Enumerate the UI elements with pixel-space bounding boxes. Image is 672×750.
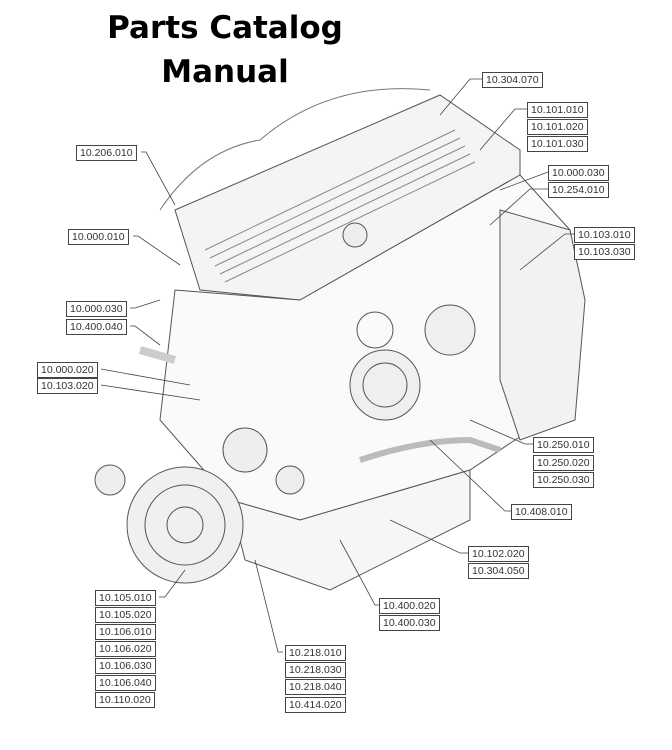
part-number-label[interactable]: 10.106.040: [95, 675, 156, 691]
part-number-label[interactable]: 10.103.020: [37, 378, 98, 394]
part-number-label[interactable]: 10.206.010: [76, 145, 137, 161]
oil-cap: [342, 222, 368, 248]
part-number-label[interactable]: 10.000.020: [37, 362, 98, 378]
part-number-label[interactable]: 10.218.010: [285, 645, 346, 661]
part-number-label[interactable]: 10.400.040: [66, 319, 127, 335]
turbocharger: [349, 349, 421, 421]
part-number-label[interactable]: 10.101.030: [527, 136, 588, 152]
leader-lines: [100, 78, 574, 653]
oil-pan: [229, 469, 471, 591]
part-number-label[interactable]: 10.101.020: [527, 119, 588, 135]
part-number-label[interactable]: 10.218.030: [285, 662, 346, 678]
flywheel-housing: [499, 209, 586, 441]
part-number-label[interactable]: 10.250.020: [533, 455, 594, 471]
part-number-label[interactable]: 10.400.020: [379, 598, 440, 614]
part-number-label[interactable]: 10.400.030: [379, 615, 440, 631]
part-number-label[interactable]: 10.250.010: [533, 437, 594, 453]
valve-cover-fins: [204, 129, 476, 283]
part-number-label[interactable]: 10.304.070: [482, 72, 543, 88]
part-number-label[interactable]: 10.103.010: [574, 227, 635, 243]
harness: [159, 88, 431, 211]
part-number-label[interactable]: 10.106.030: [95, 658, 156, 674]
part-number-label[interactable]: 10.110.020: [95, 692, 155, 708]
title-line-2: Manual: [161, 54, 289, 90]
part-number-label[interactable]: 10.106.020: [95, 641, 156, 657]
part-number-label[interactable]: 10.254.010: [548, 182, 609, 198]
part-number-label[interactable]: 10.000.030: [66, 301, 127, 317]
intake-pipe: [359, 436, 501, 463]
part-number-label[interactable]: 10.105.010: [95, 590, 156, 606]
part-number-label[interactable]: 10.408.010: [511, 504, 572, 520]
part-number-label[interactable]: 10.000.030: [548, 165, 609, 181]
part-number-label[interactable]: 10.414.020: [285, 697, 346, 713]
part-number-label[interactable]: 10.304.050: [468, 563, 529, 579]
page-title: Parts Catalog Manual: [60, 6, 390, 94]
title-line-1: Parts Catalog: [107, 10, 343, 46]
part-number-label[interactable]: 10.103.030: [574, 244, 635, 260]
part-number-label[interactable]: 10.218.040: [285, 679, 346, 695]
crankshaft-pulley: [126, 466, 244, 584]
part-number-label[interactable]: 10.105.020: [95, 607, 156, 623]
part-number-label[interactable]: 10.250.030: [533, 472, 594, 488]
part-number-label[interactable]: 10.000.010: [68, 229, 129, 245]
part-number-label[interactable]: 10.102.020: [468, 546, 529, 562]
part-number-label[interactable]: 10.101.010: [527, 102, 588, 118]
part-number-label[interactable]: 10.106.010: [95, 624, 156, 640]
